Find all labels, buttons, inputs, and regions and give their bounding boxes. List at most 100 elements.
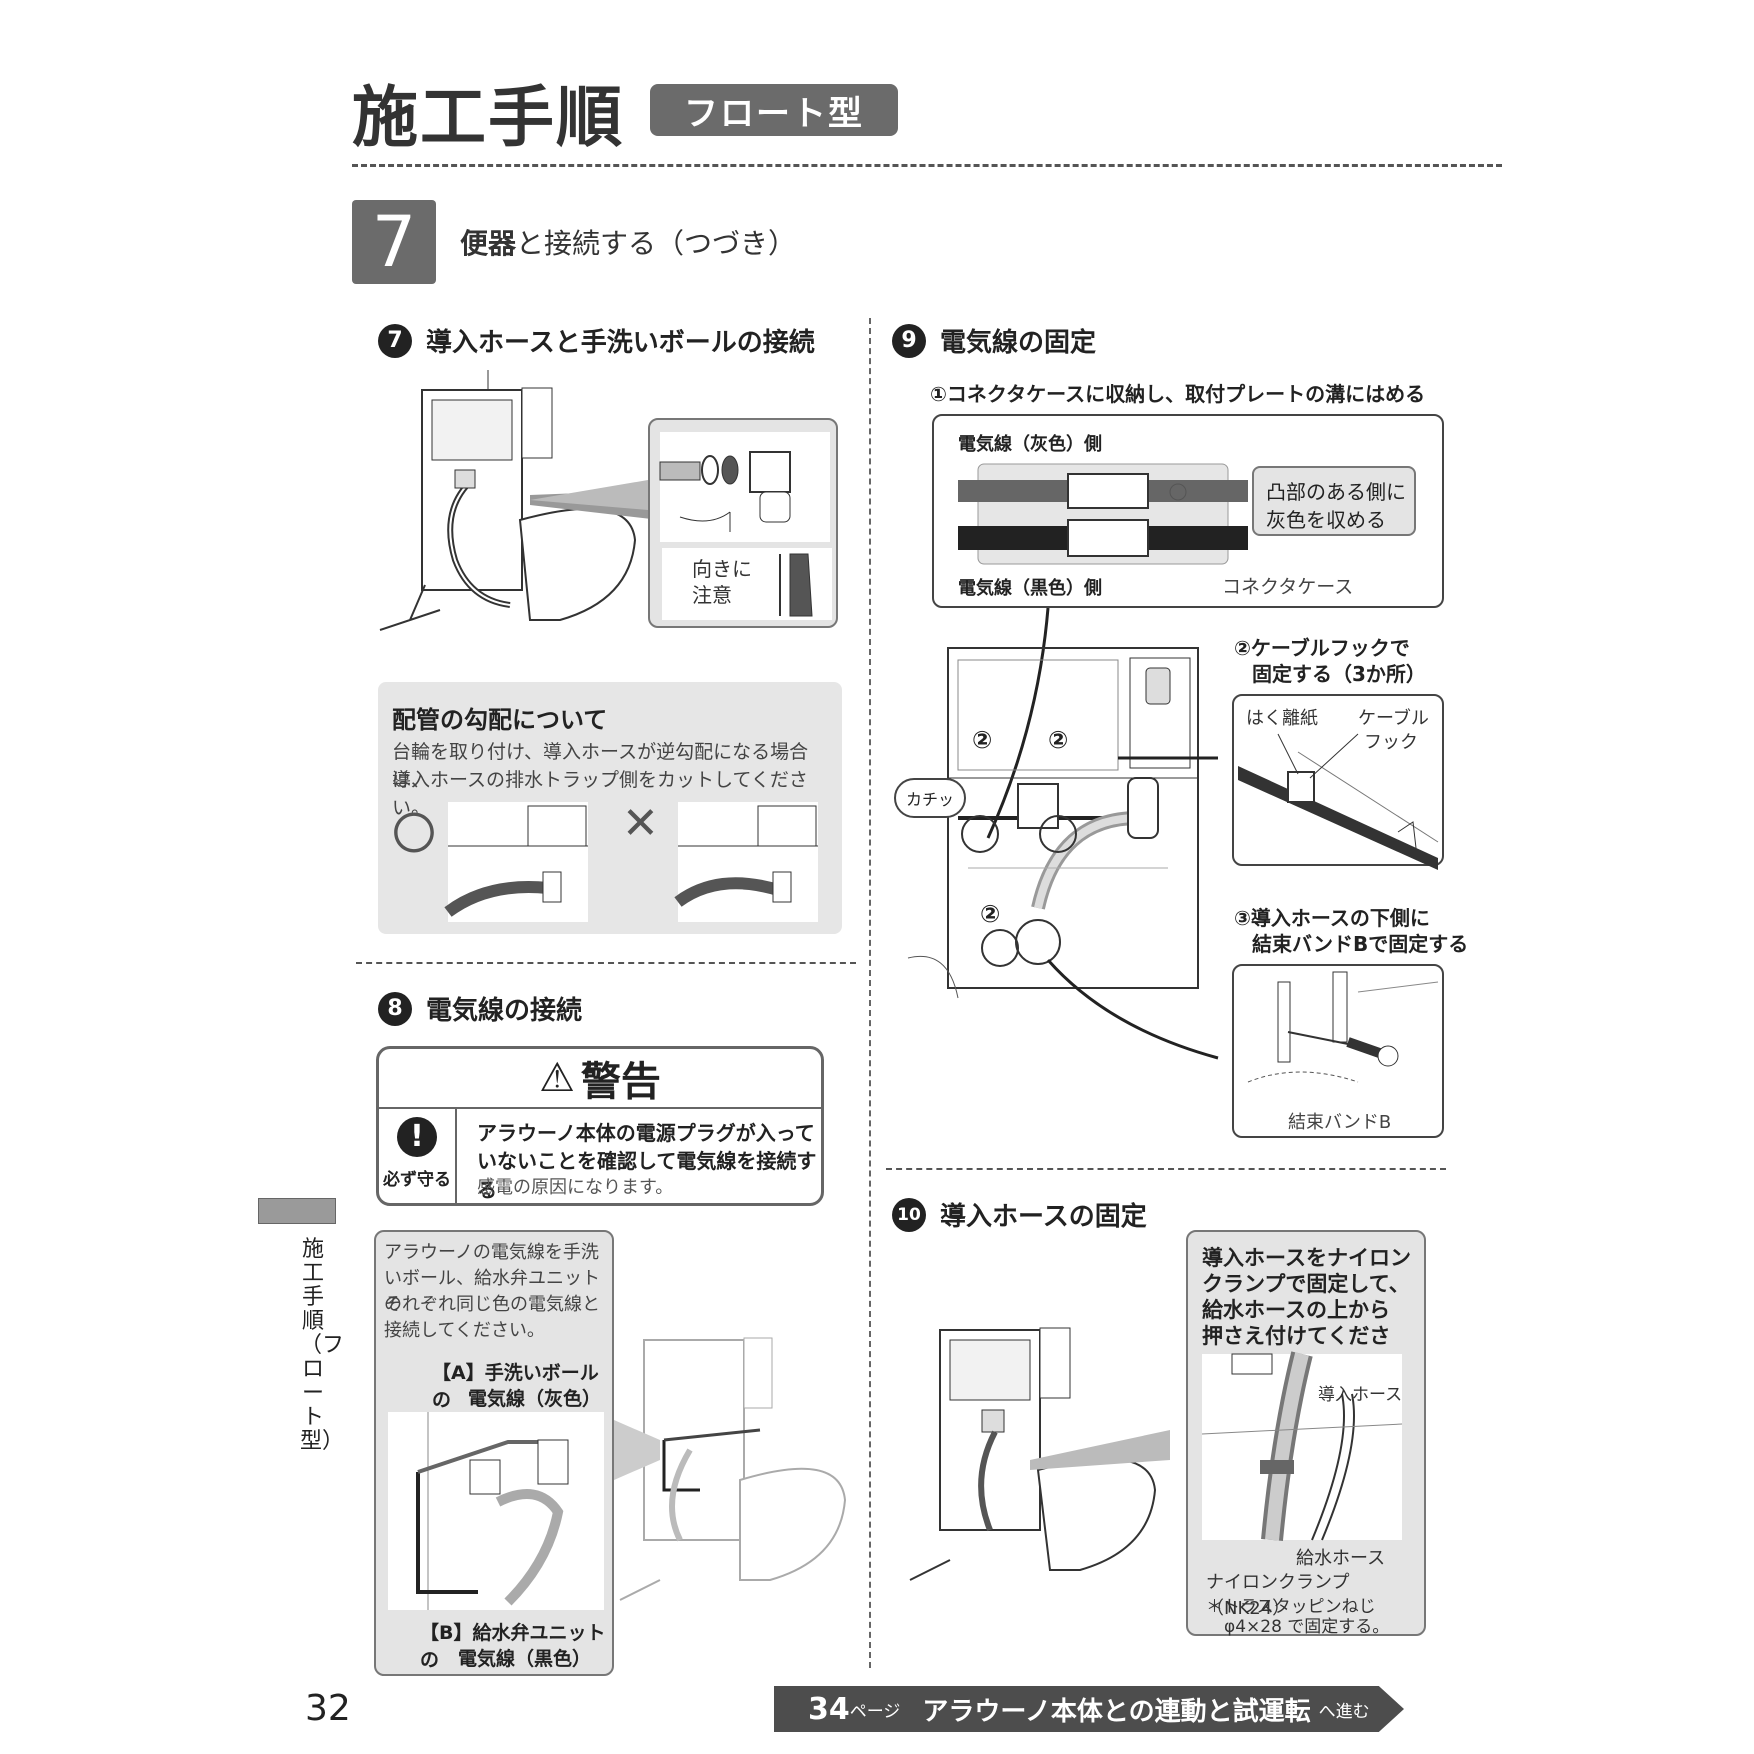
slope-note-line1: 台輪を取り付け、導入ホースが逆勾配になる場合は、	[392, 741, 809, 791]
next-page-title: アラウーノ本体との連動と試運転	[922, 1696, 1311, 1727]
gray-wire-side: 電気線（灰色）側	[958, 434, 1102, 455]
band-b-drawing	[1247, 971, 1439, 1083]
hose-fix-callout: 導入ホースをナイロン クランプで固定して、 給水ホースの上から 押さえ付けてくだ…	[1186, 1230, 1426, 1637]
section9-number: 9	[892, 323, 926, 358]
wire-fix-illustration	[907, 607, 1219, 1060]
step-title-rest: と接続する（つづき）	[516, 227, 797, 260]
callout-line1: 凸部のある側に	[1266, 480, 1406, 504]
side-tab-text: 施工手順（フロート型）	[300, 1237, 345, 1454]
screw-note-line1: ＊トラスタッピンねじ	[1206, 1597, 1376, 1617]
label-b-line2: 電気線（黒色）	[458, 1648, 592, 1670]
gasket-detail	[659, 432, 830, 542]
section9-title: 電気線の固定	[940, 328, 1097, 358]
circle-2-b: ②	[1048, 726, 1069, 754]
section9-step3-line1: ③導入ホースの下側に	[1234, 906, 1430, 930]
section8-title: 電気線の接続	[426, 996, 583, 1026]
black-wire-side: 電気線（黒色）側	[958, 578, 1102, 599]
warning-line2: いないことを確認して電気線を接続する	[477, 1149, 817, 1202]
connector-case-drawing	[958, 463, 1248, 565]
section8-heading: 8 電気線の接続	[378, 990, 582, 1027]
wire-connection-detail	[388, 1412, 604, 1610]
hose-fix-line3: 給水ホースの上から	[1202, 1298, 1390, 1322]
label-a-line1: 【A】手洗いボールの	[432, 1362, 599, 1411]
section10-number: 10	[892, 1197, 926, 1232]
hose-fix-illustration	[909, 1327, 1170, 1581]
nylon-clamp-label: ナイロンクランプ（NK24）	[1206, 1572, 1350, 1619]
slope-note: 配管の勾配について 台輪を取り付け、導入ホースが逆勾配になる場合は、 導入ホース…	[378, 682, 842, 934]
page-title: 施工手順	[352, 79, 624, 156]
wire-instruction-line3: それぞれ同じ色の電気線と	[384, 1294, 600, 1315]
column-divider	[869, 318, 871, 1668]
gray-placement-callout: 凸部のある側に 灰色を収める	[1252, 466, 1416, 536]
release-paper-label: はく離紙	[1246, 708, 1318, 729]
next-page-number: 34	[808, 1691, 850, 1727]
cable-hook-drawing	[1238, 733, 1439, 870]
header-divider	[352, 164, 1502, 167]
exclamation-icon: !	[397, 1117, 437, 1157]
type-badge: フロート型	[650, 84, 898, 136]
cable-hook-frame: はく離紙 ケーブル フック	[1232, 694, 1444, 870]
callout-line2: 灰色を収める	[1266, 508, 1386, 532]
slope-note-line2: 導入ホースの排水トラップ側をカットしてください。	[392, 769, 808, 819]
orientation-text: 向きに 注意	[692, 557, 752, 607]
wire-instruction-line4: 接続してください。	[384, 1320, 545, 1341]
warning-line1: アラウーノ本体の電源プラグが入って	[477, 1121, 815, 1145]
warning-line3: 感電の原因になります。	[477, 1177, 674, 1198]
warning-header: ⚠ 警告	[379, 1049, 821, 1109]
ng-slope-drawing	[674, 802, 818, 922]
step-number: 7	[352, 200, 436, 284]
ok-mark: 〇	[392, 809, 436, 860]
section9-step1: ①コネクタケースに収納し、取付プレートの溝にはめる	[930, 382, 1426, 406]
connector-case-frame: 電気線（灰色）側 電気線（黒色）側 凸部のある側に 灰色を収める コネクタケース	[932, 414, 1444, 608]
orientation-inset: 向きに 注意	[648, 418, 838, 628]
warning-box: ⚠ 警告 ! 必ず守る アラウーノ本体の電源プラグが入って いないことを確認して…	[376, 1046, 824, 1206]
section10-heading: 10 導入ホースの固定	[892, 1196, 1147, 1233]
section7-heading: 7 導入ホースと手洗いボールの接続	[378, 322, 815, 359]
hose-fix-line1: 導入ホースをナイロン	[1202, 1246, 1411, 1270]
section7-title: 導入ホースと手洗いボールの接続	[426, 328, 815, 358]
band-b-frame: 結束バンドB	[1232, 964, 1444, 1138]
section9-step2-line2: 固定する（3か所）	[1252, 662, 1426, 686]
section9-heading: 9 電気線の固定	[892, 322, 1096, 359]
screw-note-line2: φ4×28 で固定する。	[1224, 1617, 1390, 1637]
ng-mark: ✕	[622, 798, 659, 849]
section9-step2-line1: ②ケーブルフックで	[1234, 636, 1410, 660]
next-page-link[interactable]: 34 ページ アラウーノ本体との連動と試運転 へ進む	[774, 1686, 1404, 1732]
band-b-label: 結束バンドB	[1288, 1112, 1392, 1133]
warning-header-text: 警告	[580, 1059, 661, 1105]
inset-connector-line	[530, 480, 648, 510]
section-divider-left	[356, 962, 856, 964]
must-follow-label: 必ず守る	[383, 1170, 451, 1190]
section8-number: 8	[378, 991, 412, 1026]
cable-hook-label2: フック	[1364, 732, 1418, 753]
must-follow-cell: ! 必ず守る	[379, 1109, 457, 1203]
circle-2-a: ②	[972, 726, 993, 754]
wire-instruction-line2: いボール、給水弁ユニットの	[384, 1268, 600, 1315]
page-number: 32	[305, 1688, 351, 1729]
wire-connection-illustration	[614, 1337, 847, 1601]
next-page-go: へ進む	[1318, 1701, 1370, 1722]
section9-step3-line2: 結束バンドBで固定する	[1252, 932, 1469, 956]
slope-note-title: 配管の勾配について	[392, 706, 608, 734]
circle-2-c: ②	[980, 900, 1001, 928]
section10-title: 導入ホースの固定	[940, 1202, 1147, 1232]
washer-profile	[779, 553, 813, 617]
step-title: 便器と接続する（つづき）	[460, 222, 796, 262]
hose-fix-line2: クランプで固定して、	[1202, 1272, 1410, 1296]
label-a-line2: 電気線（灰色）	[468, 1388, 602, 1410]
ok-slope-drawing	[444, 802, 588, 922]
click-bubble: カチッ	[894, 778, 966, 818]
nylon-clamp-detail	[1201, 1351, 1403, 1542]
side-tab	[258, 1198, 336, 1224]
step-title-bold: 便器	[460, 227, 517, 260]
supply-hose-label: 給水ホース	[1296, 1548, 1386, 1569]
intake-hose-label: 導入ホース	[1318, 1385, 1403, 1405]
label-b-line1: 【B】給水弁ユニットの	[420, 1622, 606, 1671]
section7-number: 7	[378, 323, 412, 358]
next-page-suffix: ページ	[849, 1701, 901, 1722]
wire-instruction-line1: アラウーノの電気線を手洗	[384, 1242, 599, 1263]
click-text: カチッ	[905, 790, 954, 809]
wire-connection-instruction: アラウーノの電気線を手洗 いボール、給水弁ユニットの それぞれ同じ色の電気線と …	[374, 1230, 614, 1676]
warning-triangle-icon: ⚠	[539, 1055, 575, 1101]
connector-case-label: コネクタケース	[1222, 576, 1354, 598]
